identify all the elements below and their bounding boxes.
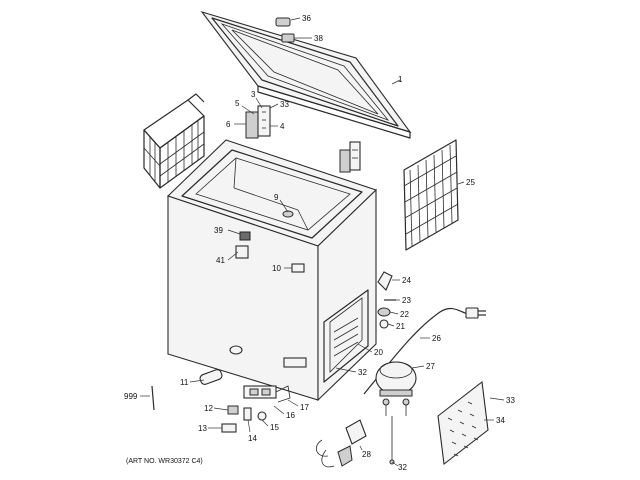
- callout-15: 15: [270, 423, 279, 432]
- callout-20: 20: [374, 348, 383, 357]
- callout-999: 999: [124, 392, 138, 401]
- screw-15: [257, 411, 267, 421]
- callout-21: 21: [396, 322, 405, 331]
- control-plate: [243, 385, 291, 403]
- left-hinge: [245, 105, 271, 139]
- rear-wire-grille: [403, 139, 459, 251]
- compressor-access-cover: [437, 380, 489, 466]
- callout-13: 13: [198, 424, 207, 433]
- callout-4: 4: [280, 122, 285, 131]
- callout-labels: 36 38 1 3 5 33 6 4 9 25 39 41 10 24 23 2…: [124, 14, 515, 472]
- callout-9: 9: [274, 193, 279, 202]
- condenser-coil: [333, 317, 359, 357]
- callout-6: 6: [226, 120, 231, 129]
- callout-28: 28: [362, 450, 371, 459]
- callout-33-bottom: 33: [506, 396, 515, 405]
- callout-39: 39: [214, 226, 223, 235]
- relay-bracket-24: [377, 271, 393, 291]
- callout-24: 24: [402, 276, 411, 285]
- callout-17: 17: [300, 403, 309, 412]
- lid-assembly: [200, 10, 412, 139]
- wire-basket: [143, 93, 205, 189]
- callout-36: 36: [302, 14, 311, 23]
- callout-38: 38: [314, 34, 323, 43]
- callout-22: 22: [400, 310, 409, 319]
- callout-1: 1: [398, 75, 403, 84]
- cabinet: [166, 139, 378, 402]
- drain-plug: [199, 369, 223, 385]
- compressor: [375, 361, 417, 416]
- relay-overload: [315, 419, 367, 468]
- art-number-caption: (ART NO. WR30372 C4): [126, 458, 203, 465]
- callout-41: 41: [216, 256, 225, 265]
- callout-10: 10: [272, 264, 281, 273]
- callout-3: 3: [251, 90, 256, 99]
- washer-21: [379, 319, 389, 329]
- callout-26: 26: [432, 334, 441, 343]
- switch-12: [227, 405, 239, 415]
- lamp-socket-14: [243, 407, 252, 421]
- callout-16: 16: [286, 411, 295, 420]
- callout-27: 27: [426, 362, 435, 371]
- callout-25: 25: [466, 178, 475, 187]
- leader-lines: [140, 17, 505, 467]
- grommet-22: [377, 307, 391, 317]
- harness-wire: [389, 416, 395, 465]
- terminal-13: [221, 423, 237, 433]
- callout-11: 11: [180, 378, 189, 387]
- right-hinge: [339, 141, 361, 173]
- callout-34: 34: [496, 416, 505, 425]
- callout-14: 14: [248, 434, 257, 443]
- callout-32-mid: 32: [358, 368, 367, 377]
- callout-12: 12: [204, 404, 213, 413]
- bracket-999: [151, 385, 155, 411]
- callout-32-bottom: 32: [398, 463, 407, 472]
- callout-23: 23: [402, 296, 411, 305]
- callout-5: 5: [235, 99, 240, 108]
- callout-33-top: 33: [280, 100, 289, 109]
